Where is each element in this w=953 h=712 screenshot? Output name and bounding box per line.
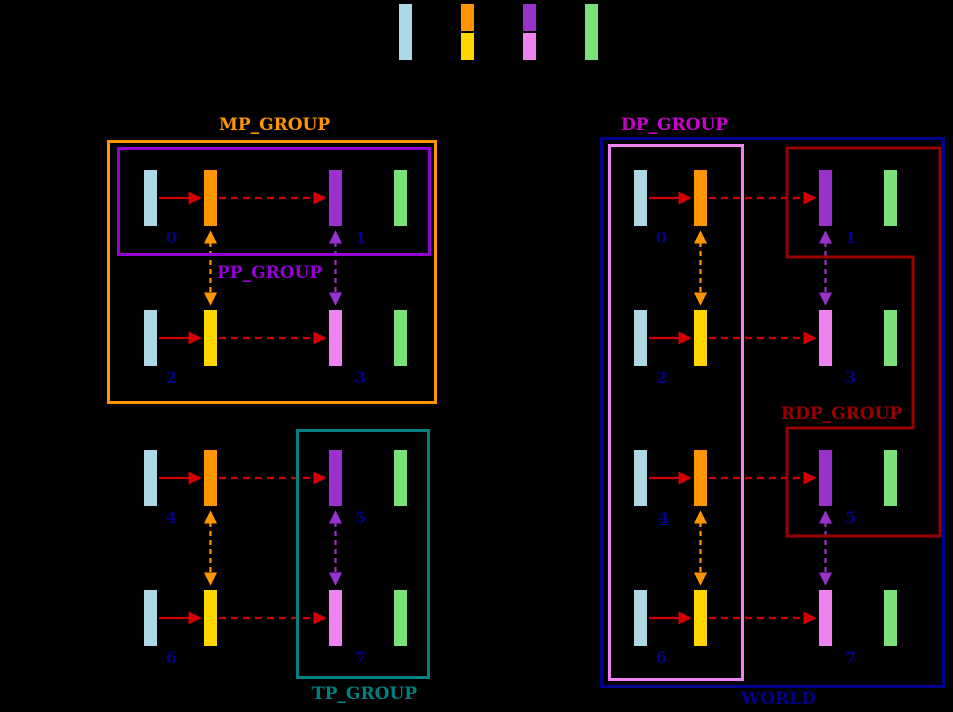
rank-label: 7 (845, 648, 857, 667)
bar-lightblue (634, 310, 647, 366)
legend-swatch-lightblue-icon (399, 4, 412, 60)
bar-lightblue (634, 590, 647, 646)
pp-group-outline (117, 147, 431, 256)
bar-purple (329, 170, 342, 226)
rank-label: 1 (355, 228, 367, 247)
world-group-outline (600, 137, 945, 688)
legend-swatch-green-icon (585, 4, 598, 60)
bar-yellow (204, 590, 217, 646)
tp-group-outline (296, 429, 430, 679)
legend-swatch-pink-icon (523, 33, 536, 60)
legend-swatch-yellow-icon (461, 33, 474, 60)
bar-green (884, 590, 897, 646)
bar-lightblue (144, 170, 157, 226)
mp-group-outline (107, 140, 437, 404)
rank-label: 5 (355, 508, 367, 527)
bar-pink (819, 590, 832, 646)
bar-lightblue (634, 170, 647, 226)
pp-group-label: PP_GROUP (217, 263, 323, 283)
bar-lightblue (144, 450, 157, 506)
bar-orange (694, 170, 707, 226)
bar-green (394, 170, 407, 226)
rank-label: 0 (166, 228, 178, 247)
bar-green (394, 450, 407, 506)
rank-label: 6 (656, 648, 668, 667)
dp-group-label: DP_GROUP (621, 115, 729, 135)
bar-pink (329, 590, 342, 646)
bar-orange (694, 450, 707, 506)
bar-yellow (694, 590, 707, 646)
bar-pink (329, 310, 342, 366)
bar-lightblue (144, 310, 157, 366)
rank-label: 4 (166, 508, 178, 527)
rank-label: 6 (166, 648, 178, 667)
rank-label: 2 (166, 368, 178, 387)
rank-label: 3 (355, 368, 367, 387)
legend-swatch-purple-icon (523, 4, 536, 31)
tp-group-label: TP_GROUP (312, 684, 417, 704)
rank-label: 7 (355, 648, 367, 667)
world-group-label: WORLD (741, 689, 816, 709)
mp-group-label: MP_GROUP (219, 115, 331, 135)
rank-label: 2 (656, 368, 668, 387)
bar-yellow (694, 310, 707, 366)
bar-orange (204, 170, 217, 226)
bar-yellow (204, 310, 217, 366)
bar-green (394, 310, 407, 366)
legend-swatch-orange-icon (461, 4, 474, 31)
rank-label: 0 (656, 228, 668, 247)
rank-label: 4 (658, 508, 670, 527)
bar-lightblue (144, 590, 157, 646)
rdp-group-label: RDP_GROUP (781, 404, 903, 424)
bar-green (394, 590, 407, 646)
bar-orange (204, 450, 217, 506)
dp-group-outline (608, 144, 744, 681)
bar-purple (329, 450, 342, 506)
bar-lightblue (634, 450, 647, 506)
